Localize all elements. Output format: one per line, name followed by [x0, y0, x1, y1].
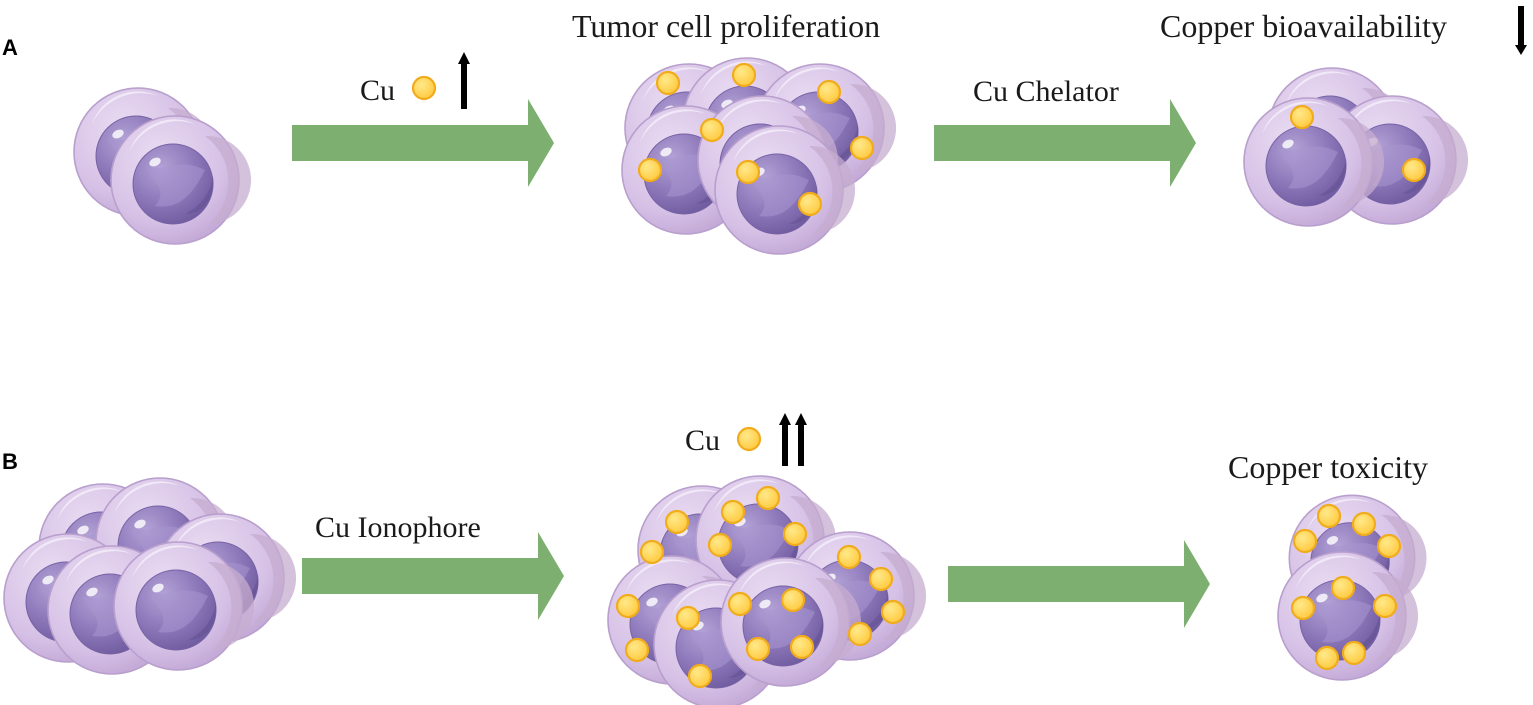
panel-b-loaded-cells [607, 475, 927, 705]
panel-a-result-cells [1243, 67, 1469, 227]
panel-b: Cu Ionophore Cu [3, 413, 1428, 705]
panel-a-proliferating-cells [621, 57, 897, 255]
increase-arrow-icon [779, 413, 807, 466]
panel-a-initial-cells [73, 87, 252, 245]
panel-b-letter: B [2, 449, 18, 474]
panel-a-chelator-label: Cu Chelator [973, 75, 1119, 108]
copper-ion-icon [411, 75, 437, 101]
panel-b-result-cells [1277, 494, 1428, 681]
cell-icon [110, 115, 252, 245]
process-arrow-icon [302, 532, 564, 620]
panel-a: Cu Tumor cell proliferation Cu Chelato [73, 6, 1527, 255]
panel-a-proliferation-label: Tumor cell proliferation [572, 8, 880, 44]
panel-b-initial-cells [3, 477, 297, 675]
panel-a-bioavailability-label: Copper bioavailability [1160, 8, 1447, 44]
panel-a-dose-label: Cu [360, 74, 395, 107]
increase-arrow-icon [458, 52, 470, 109]
copper-ion-icon [736, 426, 762, 452]
process-arrow-icon [948, 540, 1210, 628]
process-arrow-icon [292, 99, 554, 187]
panel-a-letter: A [2, 35, 18, 60]
panel-b-ionophore-label: Cu Ionophore [315, 511, 481, 544]
process-arrow-icon [934, 99, 1196, 187]
panel-b-dose-label: Cu [685, 424, 720, 457]
decrease-arrow-icon [1515, 6, 1527, 55]
panel-b-toxicity-label: Copper toxicity [1228, 449, 1428, 485]
